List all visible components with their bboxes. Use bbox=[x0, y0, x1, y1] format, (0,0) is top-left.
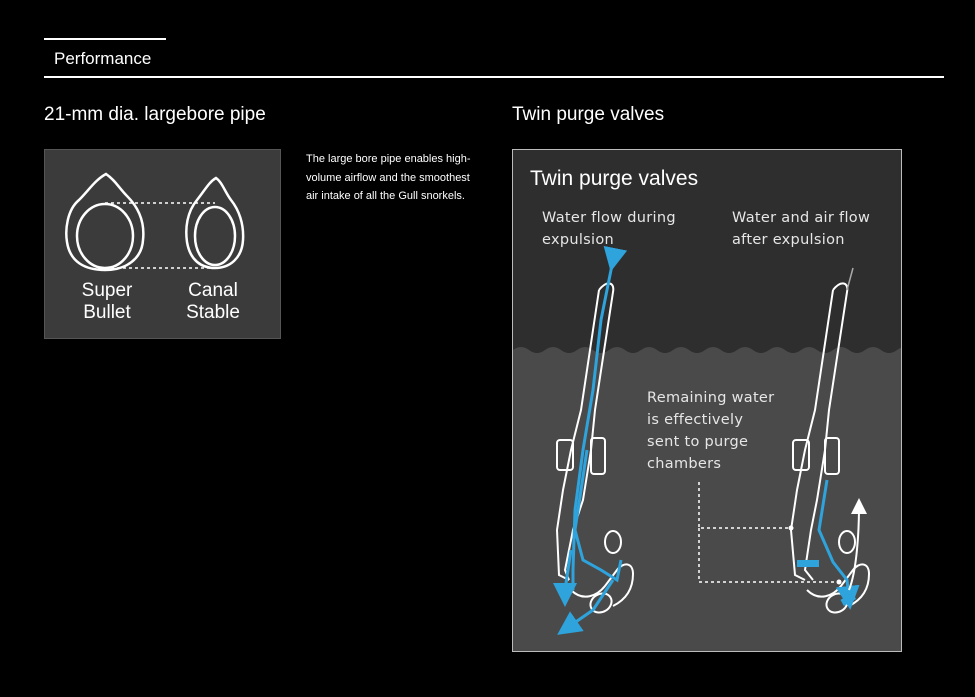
note-line: chambers bbox=[647, 456, 722, 472]
note-line: after expulsion bbox=[732, 232, 845, 248]
bore-label-line: Stable bbox=[186, 302, 240, 323]
section-top-rule bbox=[44, 38, 166, 40]
note-line: is effectively bbox=[647, 412, 744, 428]
section-title: Performance bbox=[54, 49, 152, 68]
bore-label-canal-stable: Canal Stable bbox=[173, 280, 253, 324]
valves-heading: Twin purge valves bbox=[512, 104, 665, 125]
note-water-air-after: Water and air flow after expulsion bbox=[732, 207, 870, 251]
bore-label-line: Bullet bbox=[83, 302, 131, 323]
note-remaining-water: Remaining water is effectively sent to p… bbox=[647, 387, 774, 475]
note-line: expulsion bbox=[542, 232, 615, 248]
bore-description: The large bore pipe enables high-volume … bbox=[306, 153, 471, 202]
bore-heading: 21-mm dia. largebore pipe bbox=[44, 104, 266, 125]
note-water-flow-during: Water flow during expulsion bbox=[542, 207, 676, 251]
purge-valves-figure: Twin purge valves Water flow during expu… bbox=[512, 149, 902, 652]
note-line: sent to purge bbox=[647, 434, 749, 450]
bore-label-super-bullet: Super Bullet bbox=[67, 280, 147, 324]
note-line: Remaining water bbox=[647, 390, 775, 406]
bore-comparison-figure: Super Bullet Canal Stable bbox=[44, 149, 281, 339]
snorkel-left-icon bbox=[555, 282, 635, 614]
bore-label-line: Super bbox=[81, 280, 133, 301]
figure-title: Twin purge valves bbox=[530, 167, 699, 190]
bore-shapes-illustration bbox=[65, 172, 245, 272]
purge-valves-illustration bbox=[513, 245, 901, 651]
note-line: Water and air flow bbox=[732, 210, 871, 226]
bore-label-line: Canal bbox=[188, 280, 238, 301]
note-line: Water flow during bbox=[542, 210, 676, 226]
section-divider bbox=[44, 76, 944, 78]
